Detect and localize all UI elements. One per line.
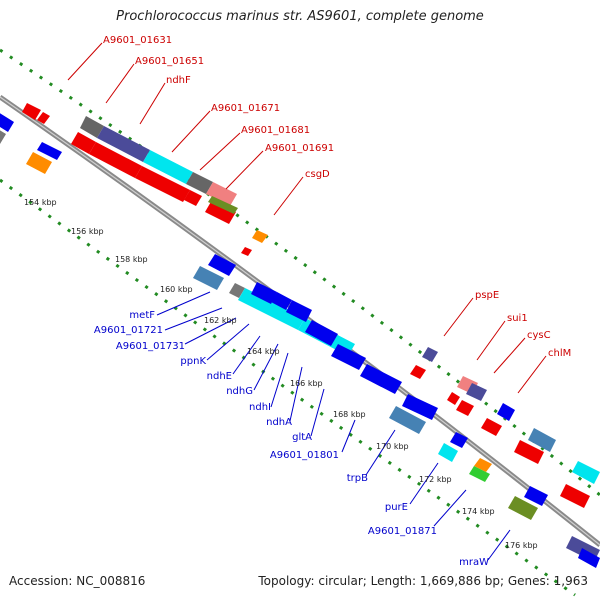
gene-label: ndhI	[249, 402, 271, 413]
gene-label: trpB	[347, 473, 368, 484]
tick-label: 156 kbp	[71, 227, 104, 236]
ruler-ticks: 154 kbp 156 kbp 158 kbp 160 kbp 162 kbp …	[24, 198, 538, 550]
gene-label: ppnK	[180, 356, 206, 367]
tick-label: 164 kbp	[247, 347, 280, 356]
gene-label: A9601_01721	[94, 325, 163, 336]
forward-strand-genes	[0, 103, 600, 484]
gene-label: A9601_01871	[368, 526, 437, 537]
tick-label: 162 kbp	[204, 316, 237, 325]
inner-ruler-arc	[0, 178, 576, 597]
gene-label: ndhA	[266, 417, 292, 428]
accession-text: Accession: NC_008816	[9, 574, 146, 588]
gene-label: purE	[385, 502, 408, 513]
tick-label: 158 kbp	[115, 255, 148, 264]
tick-label: 172 kbp	[419, 475, 452, 484]
outer-ruler-arc	[0, 48, 600, 497]
reverse-strand-genes	[26, 142, 600, 568]
gene-label: A9601_01651	[135, 56, 204, 67]
gene-label: ndhF	[166, 75, 191, 86]
gene-label: A9601_01801	[270, 450, 339, 461]
gene-label: gltA	[292, 432, 312, 443]
gene-label: ndhE	[207, 371, 232, 382]
map-title: Prochlorococcus marinus str. AS9601, com…	[116, 9, 484, 24]
tick-label: 160 kbp	[160, 285, 193, 294]
tick-label: 166 kbp	[290, 379, 323, 388]
gene-label: A9601_01671	[211, 103, 280, 114]
topology-text: Topology: circular; Length: 1,669,886 bp…	[258, 574, 588, 588]
tick-label: 174 kbp	[462, 507, 495, 516]
tick-label: 170 kbp	[376, 442, 409, 451]
gene-label: A9601_01631	[103, 35, 172, 46]
gene-label: ndhG	[226, 386, 253, 397]
forward-strand-genes-row2	[0, 130, 590, 508]
gene-label: A9601_01731	[116, 341, 185, 352]
tick-label: 168 kbp	[333, 410, 366, 419]
tick-label: 176 kbp	[505, 541, 538, 550]
gene-label: cysC	[527, 330, 551, 341]
gene-label: A9601_01681	[241, 125, 310, 136]
gene-label: mraW	[459, 557, 489, 568]
forward-gene-labels: A9601_01631 A9601_01651 ndhF A9601_01671…	[103, 35, 571, 359]
gene-label: pspE	[475, 290, 499, 301]
gene-label: chlM	[548, 348, 571, 359]
gene-label: metF	[129, 310, 155, 321]
forward-label-leaders	[67, 42, 547, 394]
gene-label: sui1	[507, 313, 528, 324]
reverse-label-leaders	[156, 291, 511, 561]
tick-label: 154 kbp	[24, 198, 57, 207]
gene-label: A9601_01691	[265, 143, 334, 154]
reverse-gene-labels: metF A9601_01721 A9601_01731 ppnK ndhE n…	[94, 310, 489, 568]
gene-label: csgD	[305, 169, 330, 180]
